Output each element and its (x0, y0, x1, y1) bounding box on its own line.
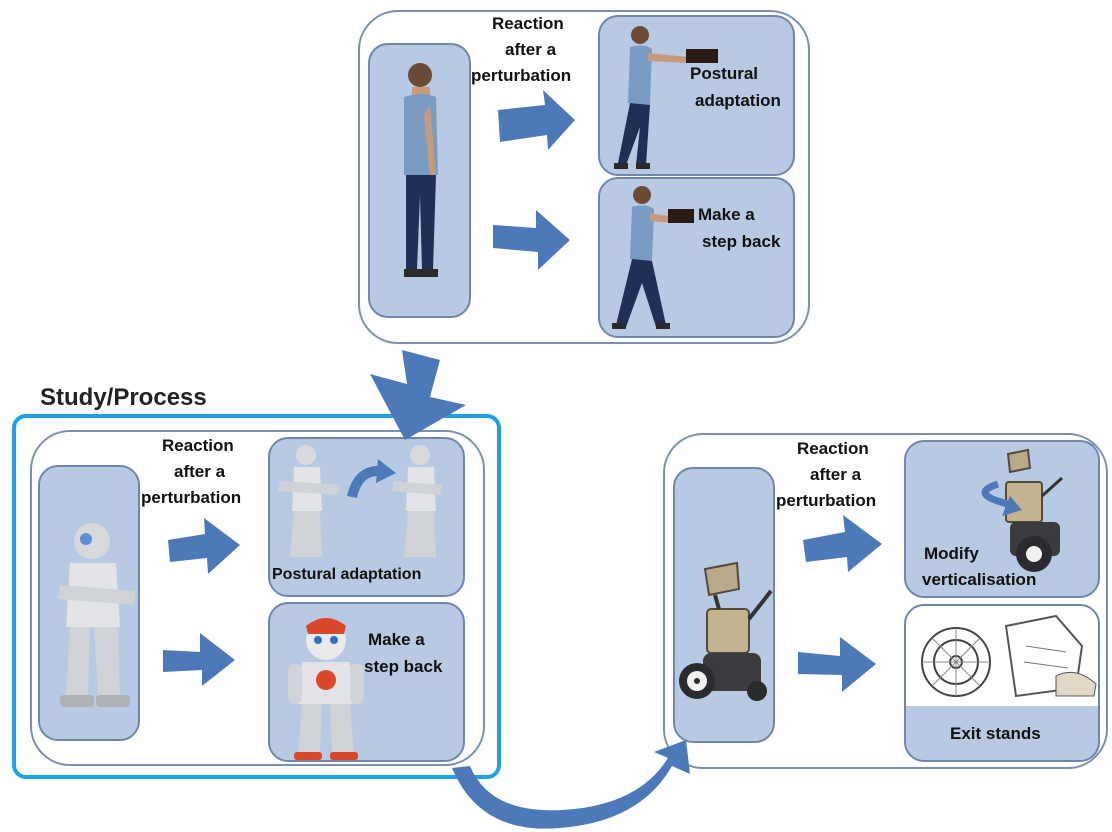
device-verticalisation-label-2: verticalisation (922, 570, 1037, 589)
study-process-highlight-frame (12, 414, 501, 779)
stepping-back-person-icon (612, 186, 694, 329)
device-reaction-label-2: after a (810, 465, 862, 484)
device-exit-panel: Exit stands (904, 604, 1100, 762)
robot-reaction-label-1: Reaction (162, 436, 234, 455)
device-reaction-label-1: Reaction (797, 439, 869, 458)
robot-postural-label: Postural adaptation (272, 566, 422, 583)
human-postural-panel: Postural adaptation (598, 15, 795, 176)
device-standing-panel (673, 467, 775, 743)
robot-stepback-label-2: step back (364, 657, 443, 676)
wheelchair-rotation-icon (981, 448, 1064, 572)
standing-wheelchair-icon (679, 561, 773, 701)
leaning-person-icon (614, 26, 718, 169)
standing-person-icon (404, 63, 438, 277)
robot-reaction-label-3: perturbation (141, 488, 242, 507)
human-reaction-label-1: Reaction (492, 14, 564, 33)
device-reaction-label-3: perturbation (776, 491, 877, 510)
robot-stepback-label-1: Make a (368, 630, 425, 649)
study-process-title: Study/Process (40, 384, 207, 411)
human-postural-label-2: adaptation (695, 91, 781, 110)
human-stepback-panel: Make a step back (598, 177, 795, 338)
human-reaction-label-2: after a (505, 40, 557, 59)
robot-reaction-label-2: after a (174, 462, 226, 481)
robot-stepback-panel: Make a step back (268, 602, 465, 762)
wheelchair-detail-icon (906, 606, 1098, 706)
nao-red-robot-icon (288, 618, 364, 760)
human-reaction-label-3: perturbation (471, 66, 572, 85)
device-verticalisation-label-1: Modify (924, 544, 979, 563)
robot-standing-panel (38, 465, 140, 741)
human-stepback-label-2: step back (702, 232, 781, 251)
human-postural-label-1: Postural (690, 64, 759, 83)
robot-postural-panel: Postural adaptation (268, 437, 465, 597)
nao-robot-icon (58, 523, 136, 707)
human-stepback-label-1: Make a (698, 205, 755, 224)
device-exit-label: Exit stands (950, 724, 1041, 743)
human-standing-panel (368, 43, 471, 318)
device-verticalisation-panel: Modify verticalisation (904, 440, 1100, 598)
nao-robot-pair-icon (278, 445, 442, 557)
